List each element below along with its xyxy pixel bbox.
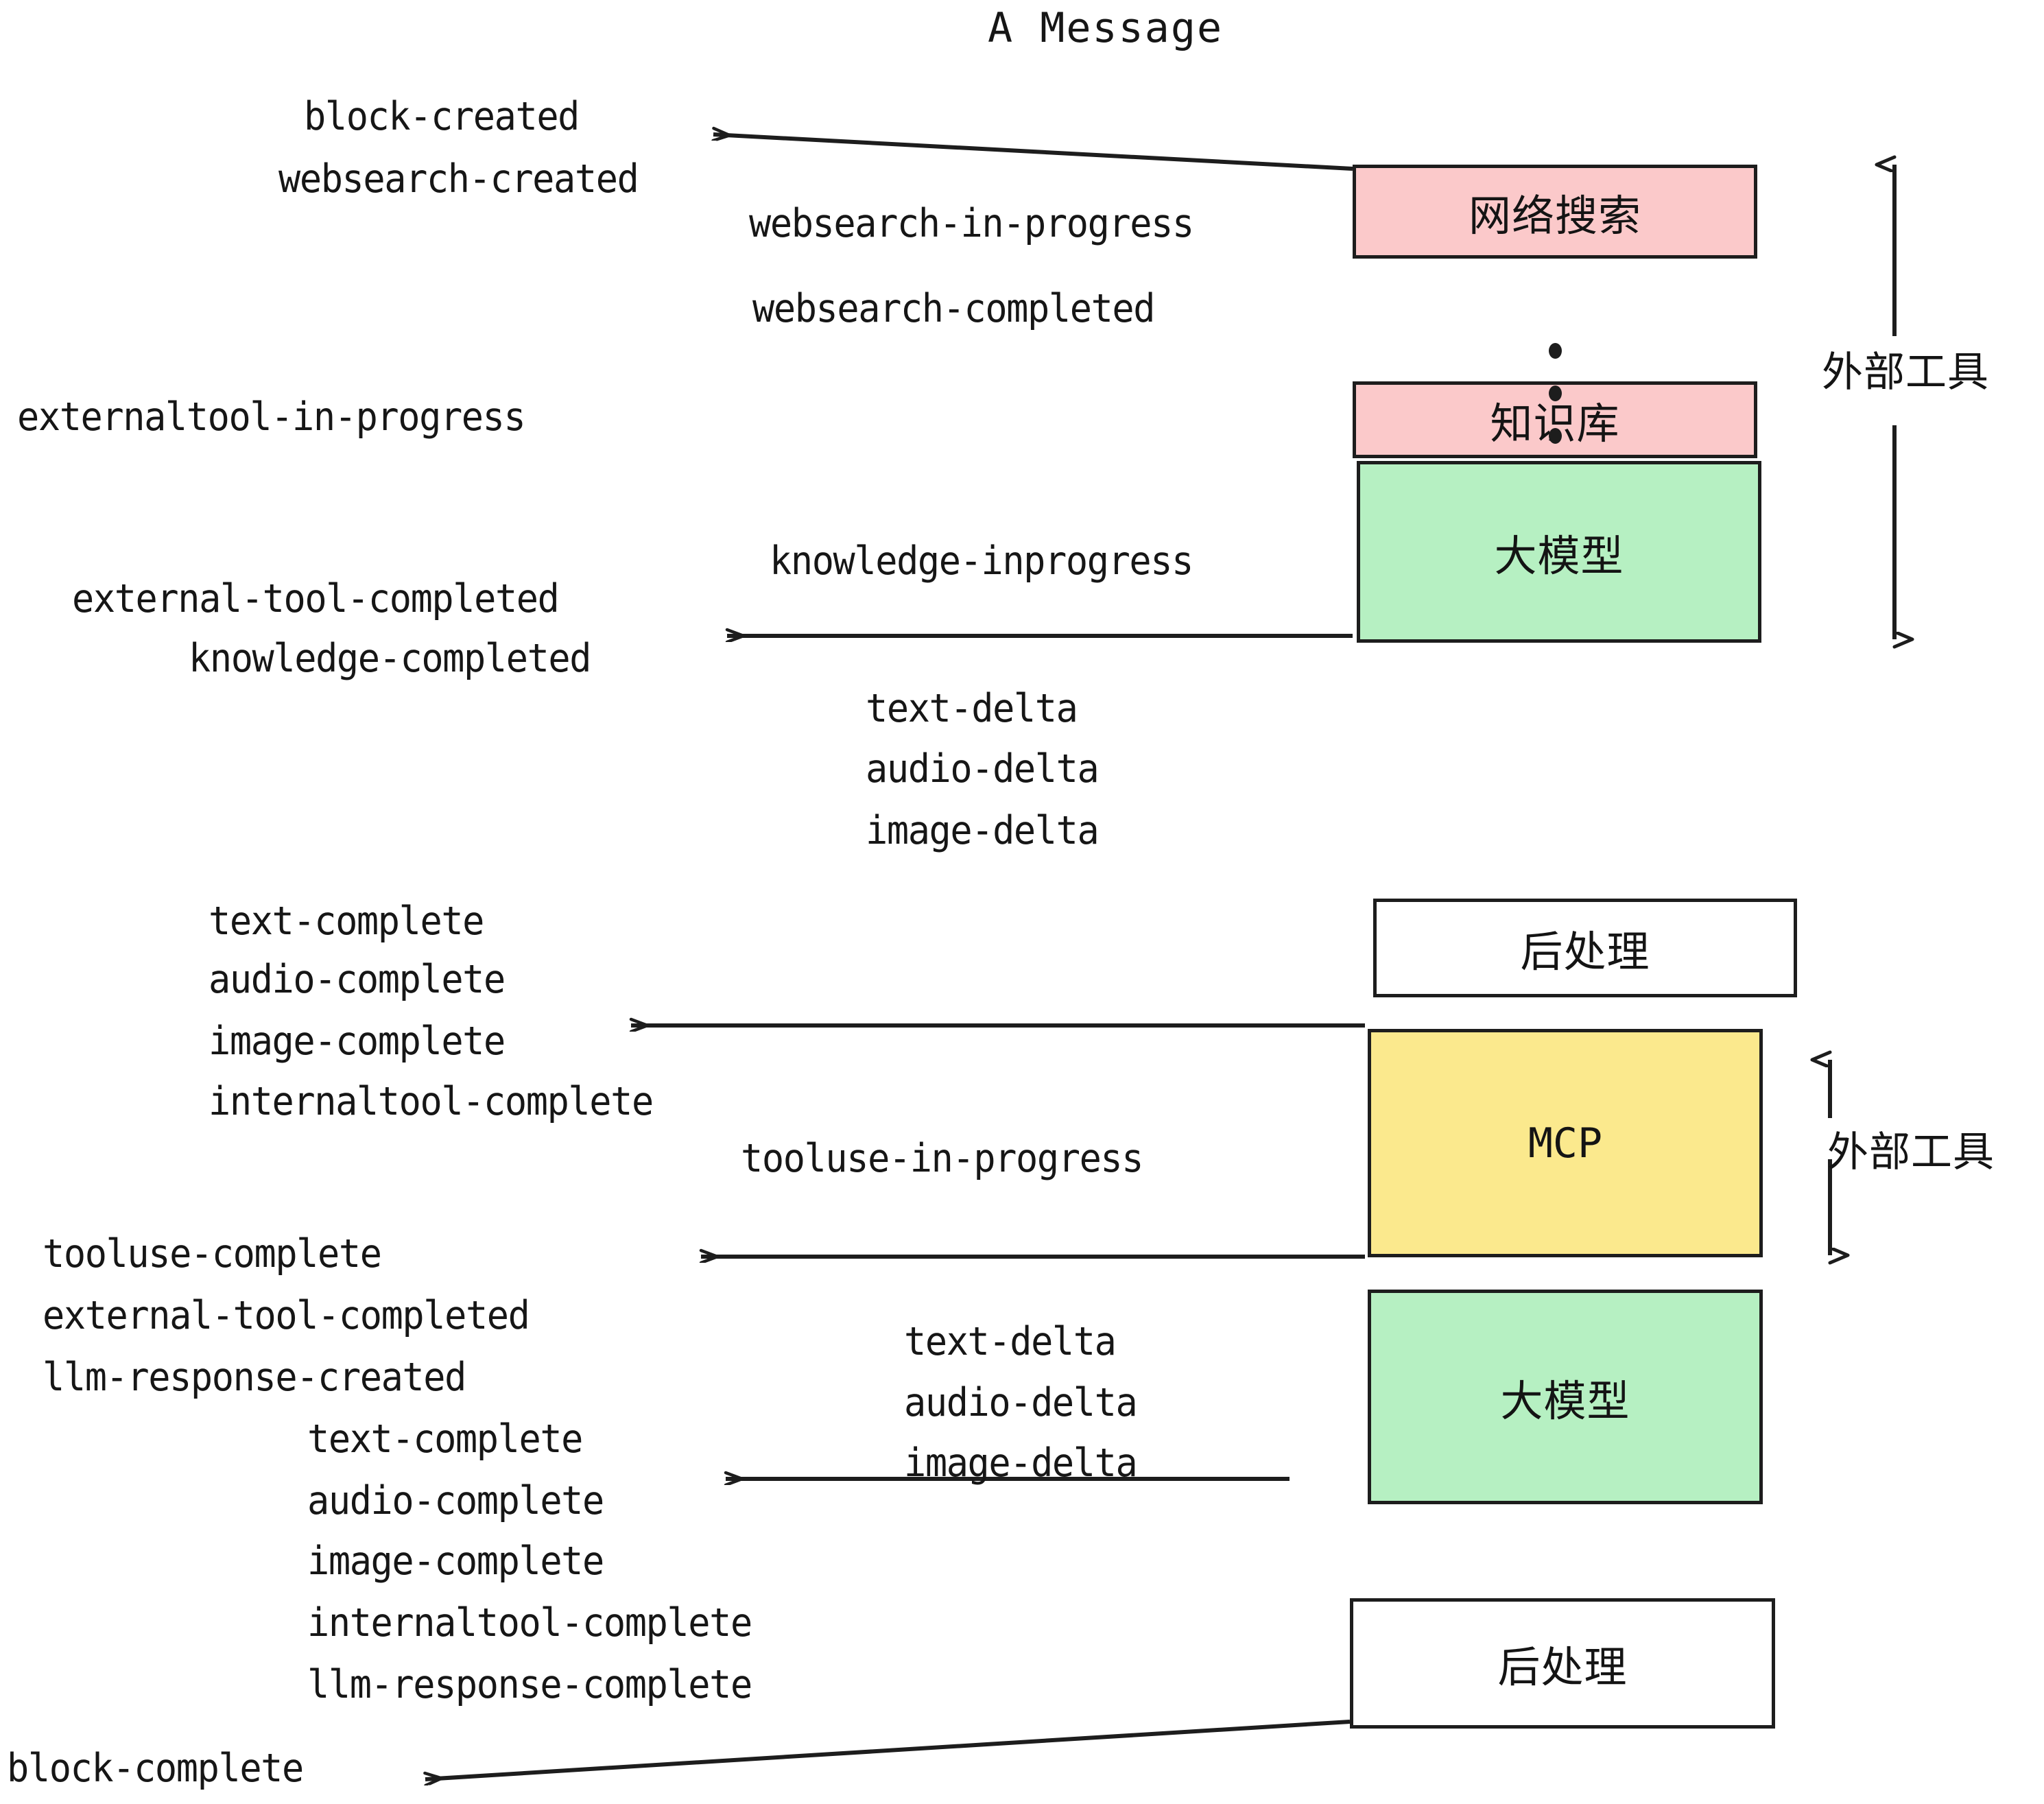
event-label-llm-response-created: llm-response-created <box>43 1355 466 1400</box>
event-label-websearch-in-progress: websearch-in-progress <box>749 201 1194 246</box>
arrow-websearch-to-blockcreated <box>713 134 1353 171</box>
event-label-text-complete-2: text-complete <box>307 1416 583 1462</box>
event-label-audio-complete-1: audio-complete <box>209 957 506 1002</box>
event-label-image-delta-2: image-delta <box>904 1440 1138 1486</box>
event-label-audio-delta-1: audio-delta <box>866 746 1100 792</box>
event-label-internaltool-complete-1: internaltool-complete <box>209 1079 654 1124</box>
event-label-knowledge-completed: knowledge-completed <box>189 636 592 681</box>
event-label-block-complete: block-complete <box>7 1746 304 1791</box>
event-label-external-tool-completed-2: external-tool-completed <box>43 1293 530 1338</box>
ellipsis-dot <box>1549 428 1562 444</box>
box-postprocess-first[interactable]: 后处理 <box>1373 899 1797 997</box>
ellipsis-dot <box>1549 343 1562 359</box>
box-websearch[interactable]: 网络搜索 <box>1353 165 1757 259</box>
event-label-text-complete-1: text-complete <box>209 899 484 944</box>
event-label-external-tool-completed-1: external-tool-completed <box>72 576 560 621</box>
event-label-block-created: block-created <box>304 94 580 139</box>
box-label: 大模型 <box>1494 530 1624 581</box>
box-label: 网络搜索 <box>1468 190 1641 241</box>
ellipsis-dot <box>1549 385 1562 401</box>
event-label-image-complete-2: image-complete <box>307 1539 604 1584</box>
box-label: MCP <box>1528 1119 1603 1167</box>
vertical-ellipsis-icon <box>1549 343 1562 471</box>
event-label-websearch-completed: websearch-completed <box>752 286 1156 331</box>
event-label-text-delta-1: text-delta <box>866 686 1078 731</box>
event-label-audio-complete-2: audio-complete <box>307 1478 604 1523</box>
event-label-knowledge-inprogress: knowledge-inprogress <box>770 538 1193 584</box>
box-label: 后处理 <box>1520 927 1650 977</box>
box-postprocess-second[interactable]: 后处理 <box>1350 1598 1775 1729</box>
event-label-llm-response-complete: llm-response-complete <box>307 1662 752 1707</box>
box-mcp[interactable]: MCP <box>1368 1029 1763 1257</box>
box-llm-first[interactable]: 大模型 <box>1357 461 1761 643</box>
event-label-image-complete-1: image-complete <box>209 1019 506 1064</box>
box-llm-second[interactable]: 大模型 <box>1368 1290 1763 1504</box>
event-label-text-delta-2: text-delta <box>904 1319 1117 1364</box>
event-label-tooluse-complete: tooluse-complete <box>43 1231 382 1277</box>
event-label-image-delta-1: image-delta <box>866 808 1100 853</box>
event-label-tooluse-in-progress: tooluse-in-progress <box>741 1136 1144 1181</box>
event-label-externaltool-in-progress: externaltool-in-progress <box>17 394 526 440</box>
side-label-external-tools-top: 外部工具 <box>1822 348 1989 396</box>
page-title: A Message <box>988 4 1224 52</box>
box-label: 大模型 <box>1500 1375 1630 1426</box>
event-label-internaltool-complete-2: internaltool-complete <box>307 1600 752 1646</box>
event-label-audio-delta-2: audio-delta <box>904 1380 1138 1425</box>
side-label-external-tools-bottom: 外部工具 <box>1827 1128 1995 1176</box>
arrow-post-to-blockcomplete <box>425 1720 1351 1779</box>
box-label: 后处理 <box>1497 1642 1628 1692</box>
event-label-websearch-created: websearch-created <box>278 156 639 202</box>
